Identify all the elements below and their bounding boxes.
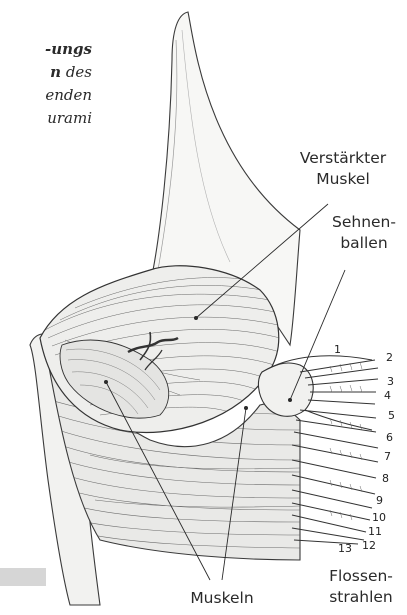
ray-number-13: 13	[338, 543, 352, 555]
ray-number-12: 12	[362, 540, 376, 552]
gray-tab	[0, 568, 46, 586]
ray-number-7: 7	[384, 451, 391, 463]
reinforced-muscle-belly	[40, 266, 280, 433]
label-tendon-ball: Sehnen- ballen	[322, 212, 406, 254]
ray-number-5: 5	[388, 410, 395, 422]
ray-number-2: 2	[386, 352, 393, 364]
dot-reinforced-muscle	[194, 316, 198, 320]
label-fin-rays: Flossen- strahlen	[318, 566, 404, 608]
ray-number-9: 9	[376, 495, 383, 507]
ray-number-1: 1	[334, 344, 341, 356]
dot-muscles-2	[244, 406, 248, 410]
ray-number-6: 6	[386, 432, 393, 444]
ray-number-8: 8	[382, 473, 389, 485]
ray-number-11: 11	[368, 526, 382, 538]
label-muscles: Muskeln	[172, 588, 272, 609]
ray-number-10: 10	[372, 512, 386, 524]
dot-muscles-1	[104, 380, 108, 384]
ray-number-4: 4	[384, 390, 391, 402]
ray-number-3: 3	[387, 376, 394, 388]
label-reinforced-muscle: Verstärkter Muskel	[284, 148, 402, 190]
dot-tendon-ball	[288, 398, 292, 402]
leader-tendon-ball	[290, 270, 345, 400]
fin-ray-hatching	[330, 362, 362, 520]
